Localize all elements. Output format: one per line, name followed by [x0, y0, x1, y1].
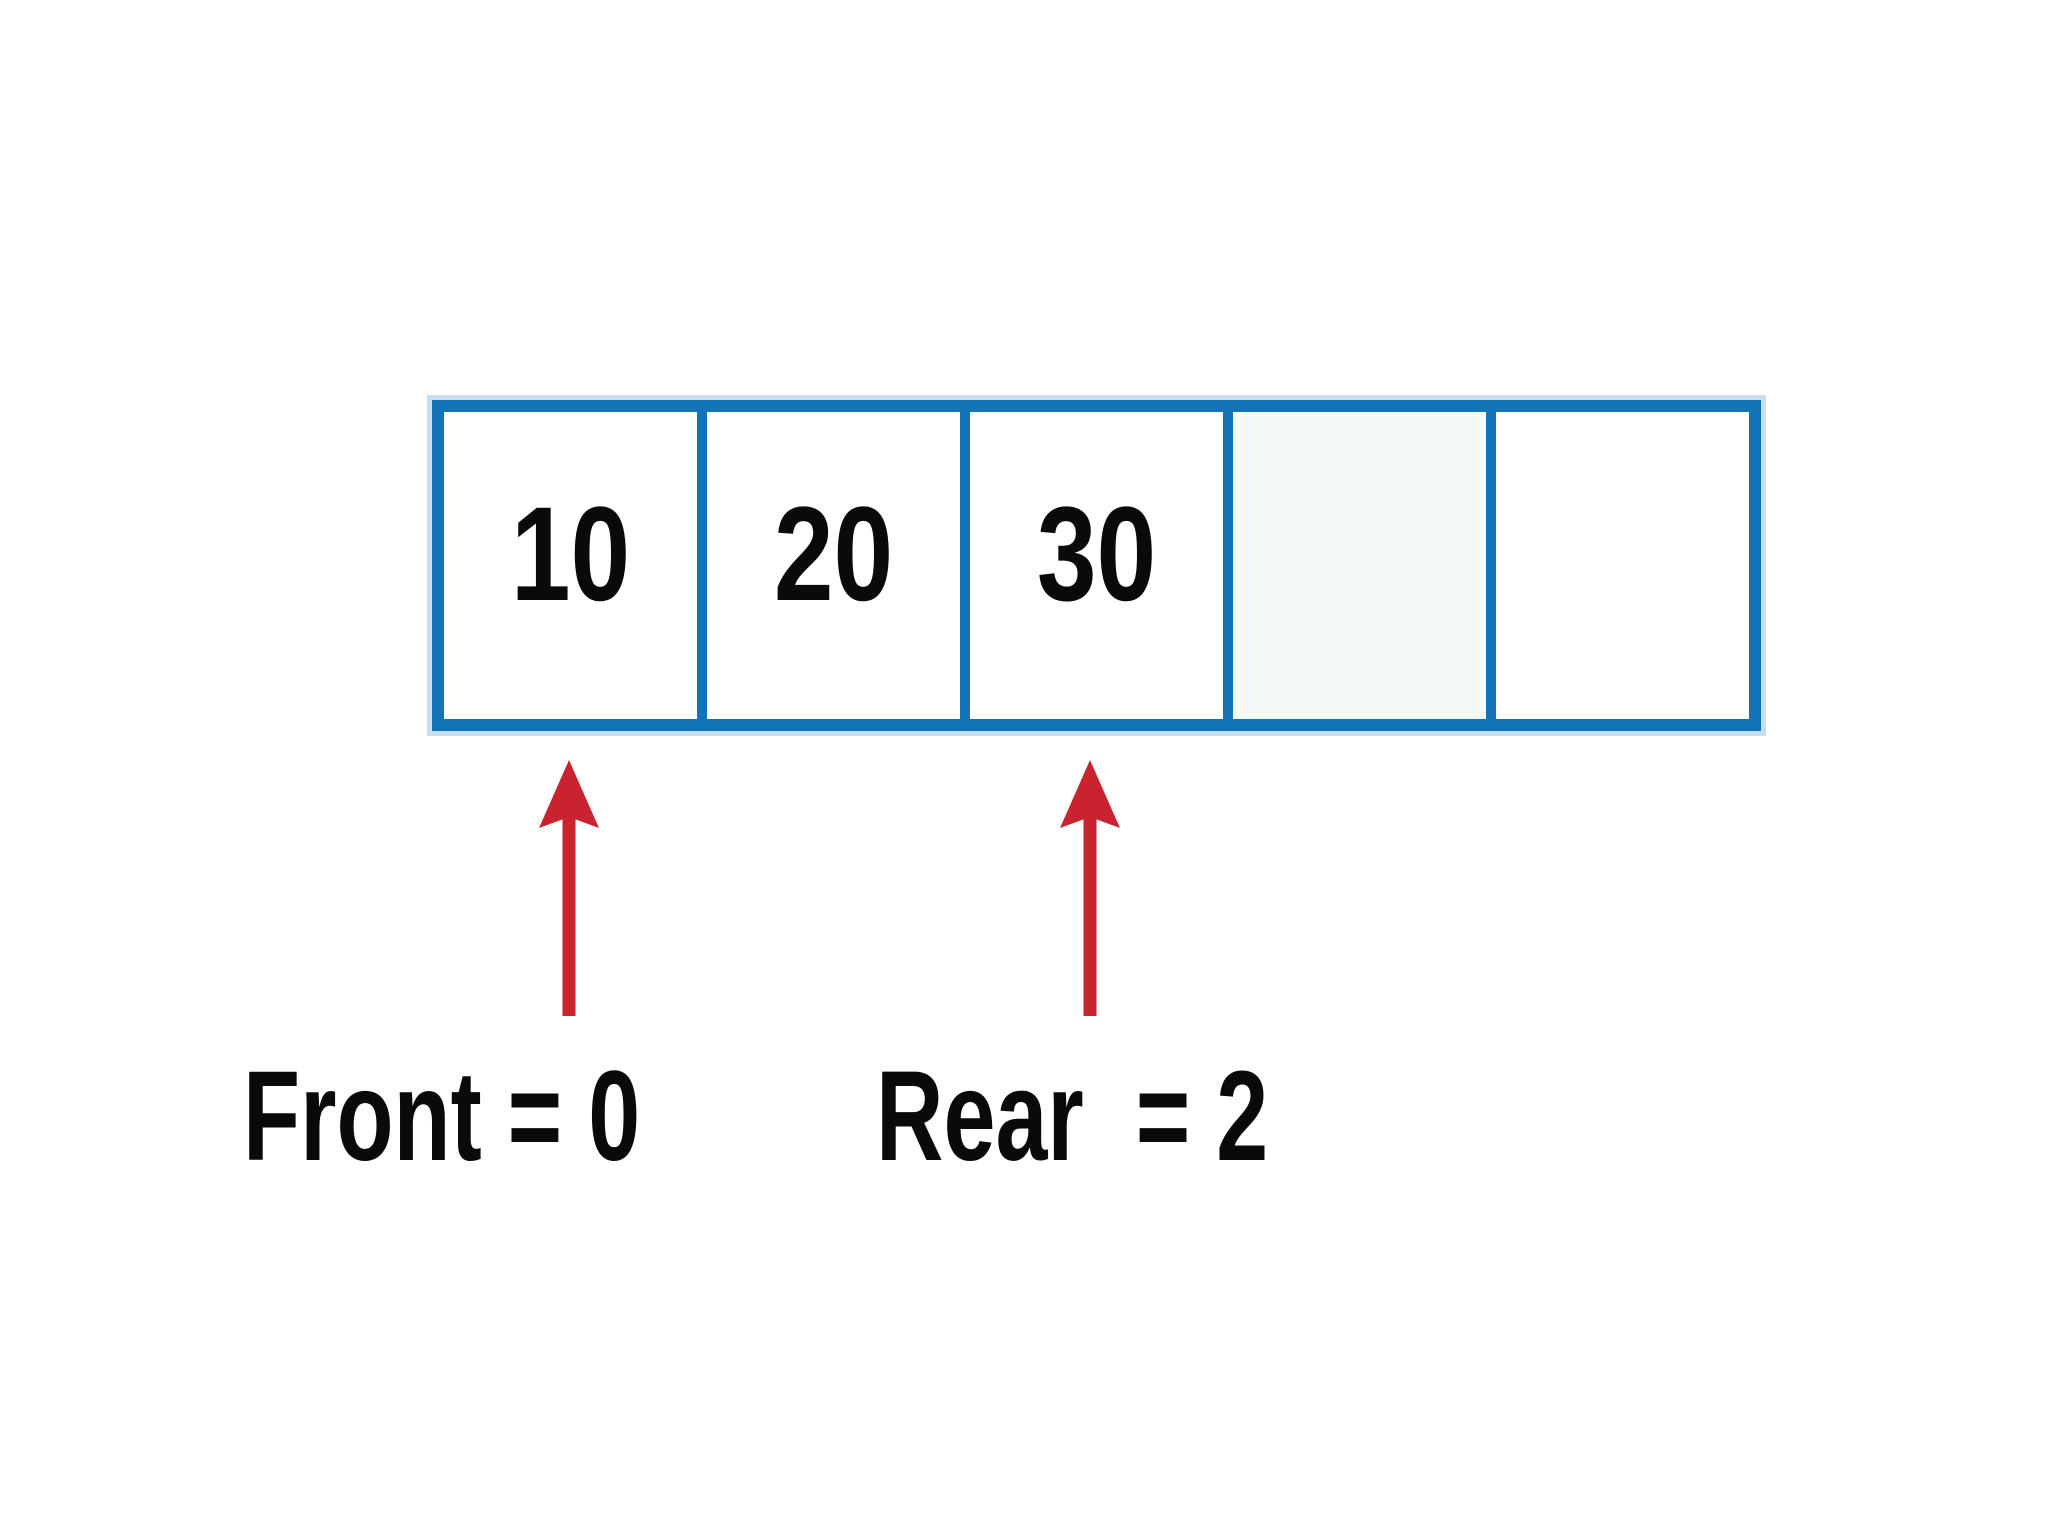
queue-cell-2: 30	[970, 412, 1233, 719]
queue-cell-3	[1233, 412, 1496, 719]
front-label: Front = 0	[243, 1045, 641, 1188]
front-pointer-up-arrow-icon	[537, 760, 601, 1018]
queue-array: 10 20 30	[427, 395, 1766, 736]
cell-value-0: 10	[510, 479, 631, 629]
cell-value-2: 30	[1036, 479, 1157, 629]
rear-pointer-up-arrow-icon	[1058, 760, 1122, 1018]
queue-cell-1: 20	[707, 412, 970, 719]
cell-value-1: 20	[773, 479, 894, 629]
queue-cell-0: 10	[444, 412, 707, 719]
rear-label: Rear = 2	[876, 1045, 1269, 1188]
queue-cell-4	[1496, 412, 1749, 719]
